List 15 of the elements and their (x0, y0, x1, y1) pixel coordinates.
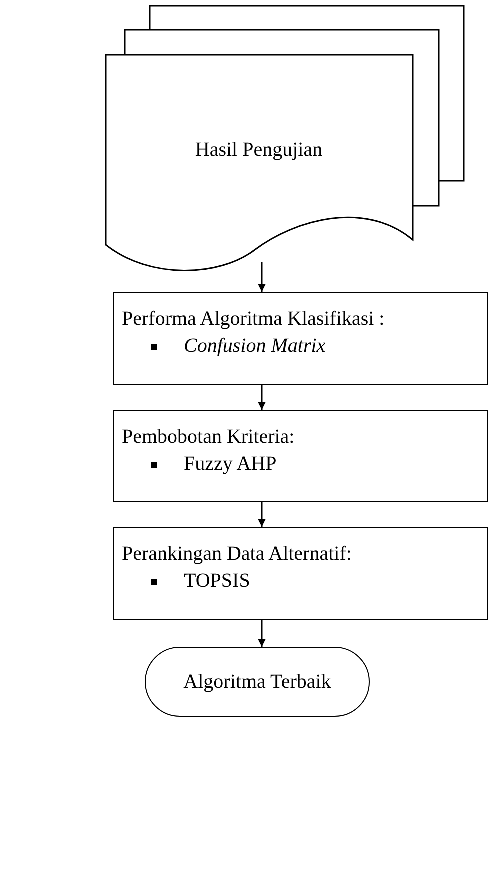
arrow (258, 262, 266, 292)
process-box (113, 527, 488, 620)
document-text: Hasil Pengujian (194, 138, 324, 162)
arrow (258, 620, 266, 647)
arrow (258, 385, 266, 410)
body-text: TOPSIS (184, 569, 250, 594)
process-box (113, 292, 488, 385)
arrow (258, 502, 266, 527)
heading-text: Performa Algoritma Klasifikasi : (122, 307, 386, 332)
body-text: Fuzzy AHP (184, 452, 277, 477)
body-text: Confusion Matrix (184, 334, 326, 359)
terminator-text: Algoritma Terbaik (184, 670, 332, 694)
process-box (113, 410, 488, 502)
heading-text: Perankingan Data Alternatif: (122, 542, 353, 567)
heading-text: Pembobotan Kriteria: (122, 425, 296, 450)
